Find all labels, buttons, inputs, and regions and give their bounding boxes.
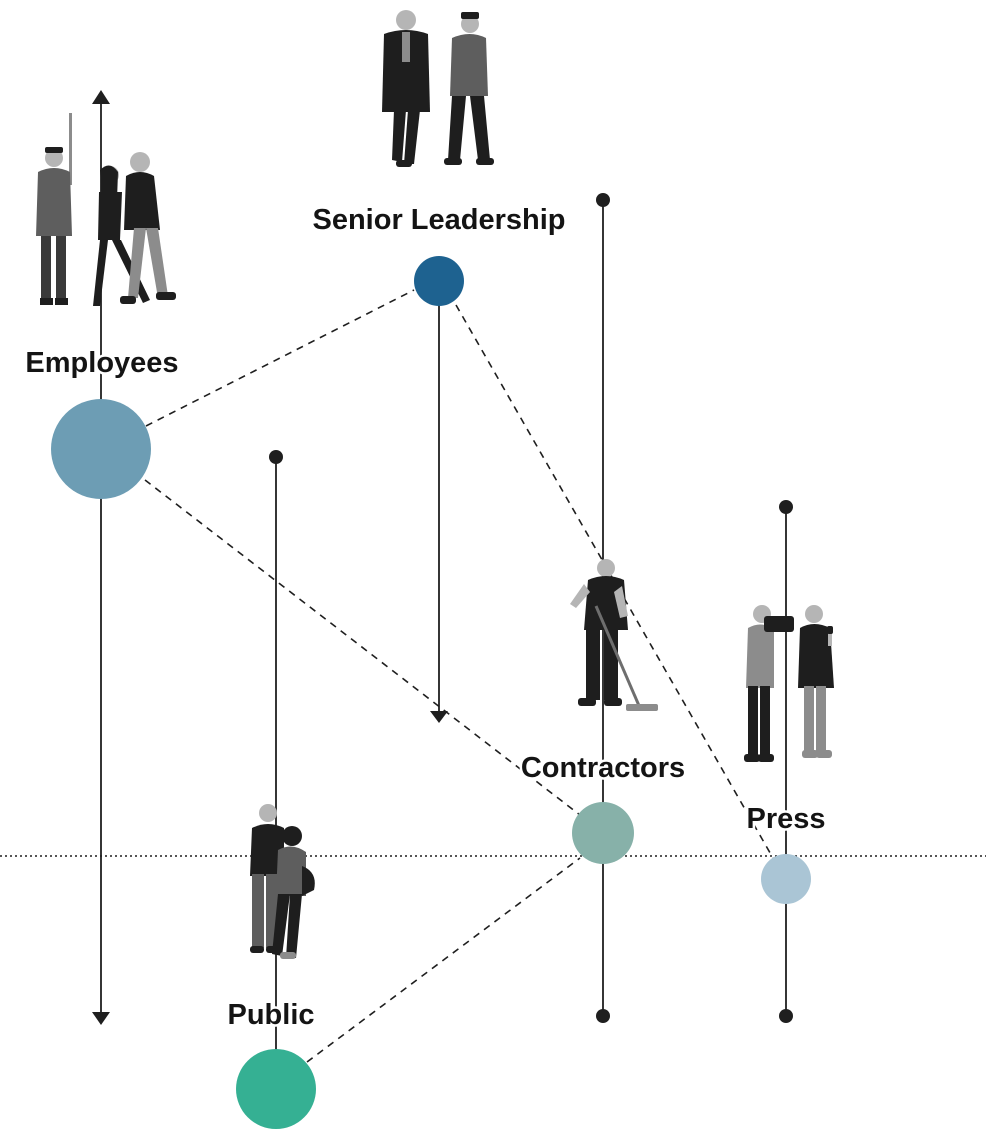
arrow-down-icon xyxy=(92,1012,110,1025)
axis-end-dot xyxy=(596,193,610,207)
public-axis xyxy=(269,450,283,1060)
employees-node xyxy=(51,399,151,499)
contractors-label: Contractors xyxy=(521,752,685,784)
axis-end-dot xyxy=(779,1009,793,1023)
senior-leadership-axis xyxy=(430,300,448,723)
public-node xyxy=(236,1049,316,1129)
axis-end-dot xyxy=(596,1009,610,1023)
arrow-up-icon xyxy=(92,90,110,104)
employees-people-figure xyxy=(36,113,176,306)
press-label: Press xyxy=(746,803,825,835)
contractors-people-figure xyxy=(570,559,658,711)
public-label: Public xyxy=(227,999,314,1031)
arrow-down-icon xyxy=(430,711,448,723)
connection-employees-senior-leadership xyxy=(145,289,415,427)
axis-end-dot xyxy=(779,500,793,514)
press-people-figure xyxy=(744,605,834,762)
press-node xyxy=(761,854,811,904)
connection-public-contractors xyxy=(306,857,581,1063)
senior-leadership-node xyxy=(414,256,464,306)
senior-leadership-people-figure xyxy=(382,10,494,167)
axis-end-dot xyxy=(269,450,283,464)
connection-employees-contractors xyxy=(144,479,581,816)
press-axis xyxy=(779,500,793,1023)
employees-label: Employees xyxy=(25,347,178,379)
contractors-node xyxy=(572,802,634,864)
public-people-figure xyxy=(250,804,315,959)
senior-leadership-label: Senior Leadership xyxy=(312,204,565,236)
